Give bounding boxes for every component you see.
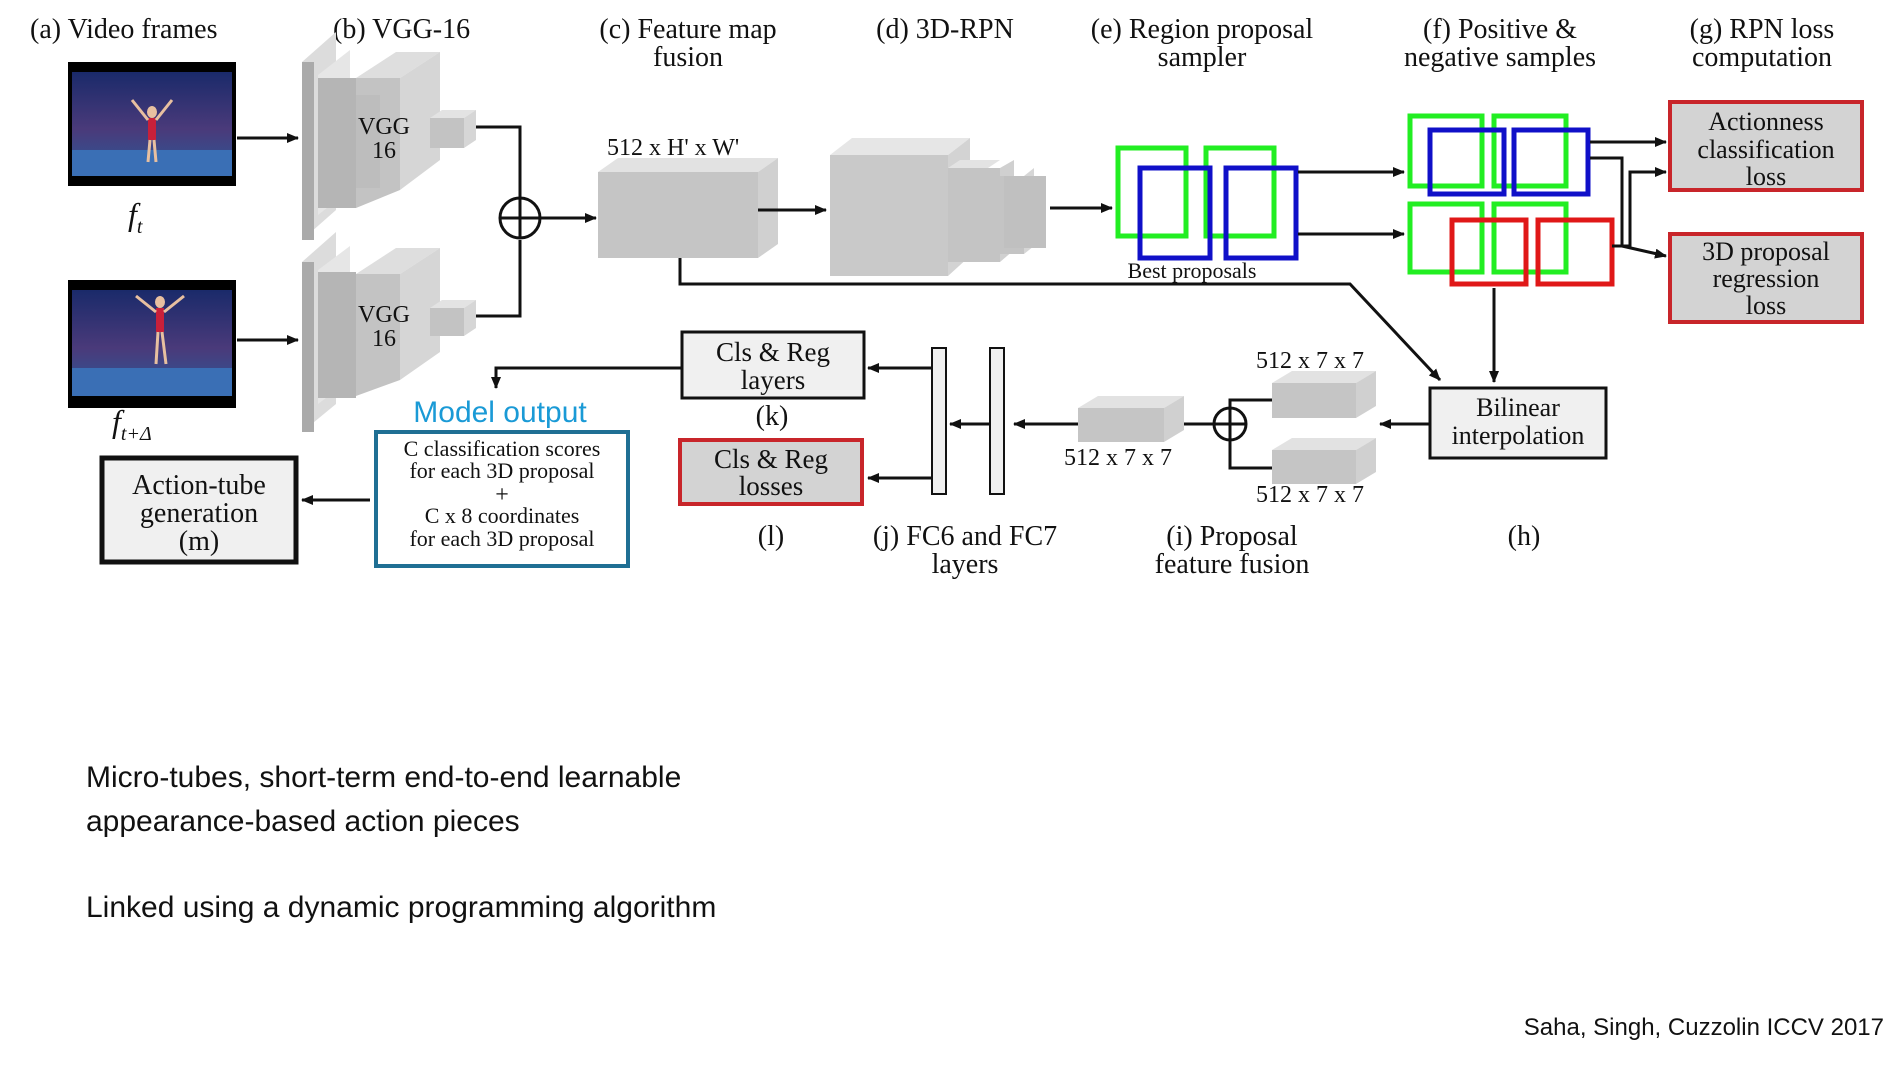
action-tube-line3: (m) bbox=[179, 526, 219, 557]
stage-label-c-line2: fusion bbox=[653, 42, 723, 73]
bullet-1-line2: appearance-based action pieces bbox=[86, 805, 520, 838]
roi-dims-fused: 512 x 7 x 7 bbox=[1064, 445, 1172, 471]
fused-roi-feature bbox=[1078, 396, 1184, 442]
stage-label-d: (d) 3D-RPN bbox=[876, 14, 1014, 45]
bullet-1-line1: Micro-tubes, short-term end-to-end learn… bbox=[86, 761, 682, 794]
arrow-fusion-to-bilinear bbox=[678, 258, 1442, 382]
model-output-title: Model output bbox=[413, 396, 587, 429]
connector-vgg-bottom-to-sum bbox=[476, 240, 522, 318]
vgg16-bottom-block bbox=[302, 232, 476, 432]
model-output-line2: for each 3D proposal bbox=[409, 458, 594, 483]
bilinear-line2: interpolation bbox=[1452, 421, 1585, 450]
fused-feature-map-block bbox=[598, 158, 778, 258]
video-frame-t bbox=[68, 62, 236, 186]
positive-negative-samples bbox=[1407, 113, 1615, 287]
action-tube-line2: generation bbox=[140, 498, 258, 529]
stage-label-j-line1: (j) FC6 and FC7 bbox=[873, 521, 1057, 552]
model-output-line3: + bbox=[495, 482, 509, 508]
cls-losses-line1: Cls & Reg bbox=[714, 444, 828, 474]
roi-feature-top bbox=[1272, 371, 1376, 418]
stage-label-c-line1: (c) Feature map bbox=[599, 14, 776, 45]
sum-node-features bbox=[498, 196, 542, 240]
connector-roi-bottom-to-sum bbox=[1228, 440, 1272, 470]
actionness-line3: loss bbox=[1746, 162, 1786, 191]
fc6-layer bbox=[931, 347, 947, 495]
roi-dims-top: 512 x 7 x 7 bbox=[1256, 348, 1364, 374]
stage-label-h: (h) bbox=[1508, 521, 1541, 552]
vgg-top-label-line1: VGG bbox=[358, 114, 410, 140]
cls-layers-line2: layers bbox=[741, 365, 805, 395]
connector-roi-top-to-sum bbox=[1228, 398, 1272, 408]
stage-label-j-line2: layers bbox=[932, 549, 999, 580]
arrow-positive-to-regression bbox=[1590, 156, 1667, 259]
frame-label-ft: ft bbox=[128, 196, 143, 238]
arrow-cls-layers-to-output bbox=[491, 366, 682, 389]
rpn-3d-block bbox=[830, 138, 1046, 276]
stage-label-g-line2: computation bbox=[1692, 42, 1832, 73]
arrow-negative-to-actionness bbox=[1612, 167, 1667, 248]
vgg-bottom-label-line2: 16 bbox=[372, 326, 396, 352]
video-frame-t-delta bbox=[68, 280, 236, 408]
fusion-dims-label: 512 x H' x W' bbox=[607, 135, 739, 161]
actionness-line2: classification bbox=[1697, 135, 1834, 164]
cls-losses-line2: losses bbox=[739, 471, 804, 501]
stage-label-i-line2: feature fusion bbox=[1155, 549, 1310, 580]
stage-label-k: (k) bbox=[756, 401, 789, 432]
roi-dims-bottom: 512 x 7 x 7 bbox=[1256, 482, 1364, 508]
vgg16-top-block bbox=[302, 32, 476, 240]
sum-node-proposals bbox=[1212, 406, 1248, 442]
stage-label-l: (l) bbox=[758, 521, 784, 552]
bullet-2: Linked using a dynamic programming algor… bbox=[86, 891, 717, 924]
stage-label-e-line1: (e) Region proposal bbox=[1091, 14, 1314, 45]
roi-feature-bottom bbox=[1272, 438, 1376, 484]
stage-label-f-line1: (f) Positive & bbox=[1423, 14, 1577, 45]
bullet-1: Micro-tubes, short-term end-to-end learn… bbox=[86, 756, 681, 844]
bilinear-line1: Bilinear bbox=[1476, 393, 1560, 422]
fc7-layer bbox=[989, 347, 1005, 495]
stage-label-e-line2: sampler bbox=[1158, 42, 1247, 73]
regression-line2: regression bbox=[1713, 264, 1820, 293]
bilinear-interpolation-box: Bilinear interpolation bbox=[1428, 386, 1608, 460]
proposal-sampler-boxes bbox=[1115, 145, 1299, 261]
proposal-regression-loss-box: 3D proposal regression loss bbox=[1668, 232, 1864, 324]
best-proposals-label: Best proposals bbox=[1128, 258, 1257, 283]
model-output-line5: for each 3D proposal bbox=[409, 526, 594, 551]
citation: Saha, Singh, Cuzzolin ICCV 2017 bbox=[1523, 1014, 1884, 1041]
connector-vgg-top-to-sum bbox=[476, 125, 522, 197]
model-output-line4: C x 8 coordinates bbox=[425, 503, 580, 528]
stage-label-g-line1: (g) RPN loss bbox=[1690, 14, 1835, 45]
action-tube-generation-box: Action-tube generation (m) bbox=[99, 455, 299, 565]
frame-label-ftd: ft+Δ bbox=[112, 403, 152, 445]
regression-line1: 3D proposal bbox=[1702, 237, 1830, 266]
stage-label-i-line1: (i) Proposal bbox=[1166, 521, 1298, 552]
regression-line3: loss bbox=[1746, 291, 1786, 320]
stage-label-f-line2: negative samples bbox=[1404, 42, 1596, 73]
stage-label-a: (a) Video frames bbox=[30, 14, 218, 45]
architecture-diagram: (a) Video frames (b) VGG-16 (c) Feature … bbox=[30, 14, 1864, 580]
actionness-loss-box: Actionness classification loss bbox=[1668, 100, 1864, 192]
vgg-top-label-line2: 16 bbox=[372, 138, 396, 164]
vgg-bottom-label-line1: VGG bbox=[358, 302, 410, 328]
model-output-box: C classification scores for each 3D prop… bbox=[374, 430, 630, 568]
cls-reg-losses-box: Cls & Reg losses bbox=[678, 438, 864, 506]
stage-label-b: (b) VGG-16 bbox=[333, 14, 470, 45]
actionness-line1: Actionness bbox=[1708, 107, 1824, 136]
action-tube-line1: Action-tube bbox=[132, 470, 266, 501]
model-output-line1: C classification scores bbox=[404, 436, 601, 461]
cls-reg-layers-box: Cls & Reg layers bbox=[680, 330, 866, 400]
cls-layers-line1: Cls & Reg bbox=[716, 337, 830, 367]
